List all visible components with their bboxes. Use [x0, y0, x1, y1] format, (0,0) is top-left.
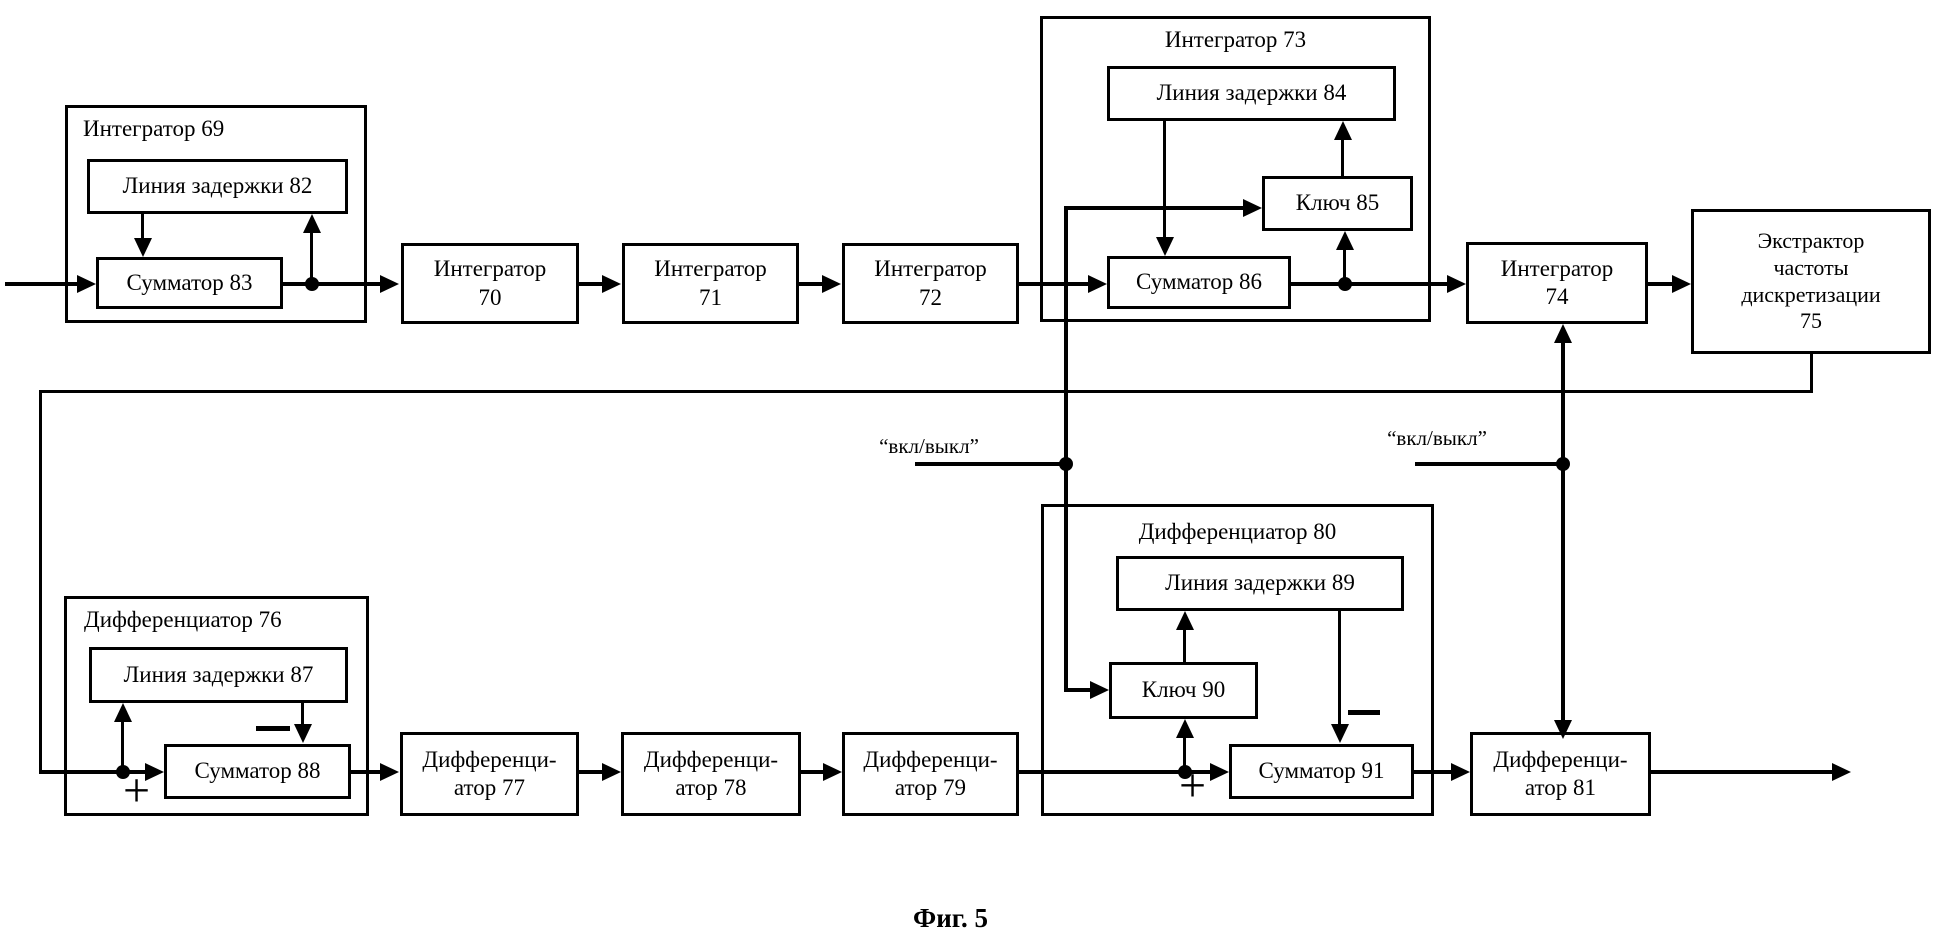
wire-lz84-sum86 [1163, 119, 1166, 240]
arrowhead-right-icon [1451, 763, 1470, 781]
wire-output-bottom [1648, 770, 1832, 774]
arrowhead-up-icon [303, 214, 321, 233]
block-summator-91: Сумматор 91 [1229, 744, 1414, 799]
block-key-85: Ключ 85 [1262, 176, 1413, 231]
wire-junction-lz87 [121, 712, 124, 772]
arrowhead-right-icon [1447, 275, 1466, 293]
wire-int71-int72 [796, 282, 826, 286]
block-integrator-74: Интегратор 74 [1466, 242, 1648, 324]
arrowhead-up-icon [1334, 121, 1352, 140]
wire-ctrl-left-vertical [1064, 206, 1068, 692]
onoff-label-left: “вкл/выкл” [879, 434, 979, 458]
block-integrator-71: Интегратор 71 [622, 243, 799, 324]
junction-dot [116, 765, 130, 779]
block-key-90: Ключ 90 [1109, 662, 1258, 719]
wire-ctrl-kl90 [1064, 688, 1094, 692]
minus-sign-left [256, 726, 290, 731]
block-delay-line-84: Линия задержки 84 [1107, 66, 1396, 121]
arrowhead-right-icon [1090, 681, 1109, 699]
arrowhead-right-icon [1672, 275, 1691, 293]
block-differentiator-77: Дифференци- атор 77 [400, 732, 579, 816]
onoff-label-right: “вкл/выкл” [1387, 426, 1487, 450]
junction-dot [305, 277, 319, 291]
arrowhead-down-icon [1156, 237, 1174, 256]
wire-junction-kl85 [1343, 240, 1346, 286]
wire-input-sum88 [39, 770, 149, 774]
wire-dif77-dif78 [577, 770, 606, 774]
junction-dot [1556, 457, 1570, 471]
wire-sum88-dif77 [348, 770, 384, 774]
arrowhead-up-icon [1336, 231, 1354, 250]
integrator-73-label: Интегратор 73 [1164, 27, 1307, 52]
block-differentiator-78: Дифференци- атор 78 [621, 732, 801, 816]
wire-input-top [5, 282, 81, 286]
arrowhead-right-icon [602, 763, 621, 781]
arrowhead-right-icon [380, 275, 399, 293]
differentiator-80-label: Дифференциатор 80 [1138, 519, 1337, 544]
wire-ctrl-kl85 [1064, 206, 1245, 210]
arrowhead-right-icon [1832, 763, 1851, 781]
block-differentiator-79: Дифференци- атор 79 [842, 732, 1019, 816]
wire-onoff-right [1415, 462, 1565, 466]
wire-int74-ext75 [1645, 282, 1676, 286]
block-summator-83: Сумматор 83 [96, 257, 283, 309]
arrowhead-down-icon [294, 724, 312, 743]
wire-feedback-lz82 [310, 228, 313, 286]
junction-dot [1178, 765, 1192, 779]
arrowhead-up-icon [114, 703, 132, 722]
wire-dif78-dif79 [799, 770, 827, 774]
arrowhead-right-icon [823, 763, 842, 781]
wire-kl85-lz84 [1341, 128, 1344, 180]
differentiator-76-label: Дифференциатор 76 [84, 607, 282, 632]
arrowhead-right-icon [77, 275, 96, 293]
junction-dot [1059, 457, 1073, 471]
wire-lz89-sum91 [1338, 609, 1341, 727]
block-extractor-75: Экстрактор частоты дискретизации 75 [1691, 209, 1931, 354]
wire-int72-sum86 [1016, 282, 1092, 286]
integrator-69-label: Интегратор 69 [83, 116, 225, 141]
arrowhead-right-icon [1210, 763, 1229, 781]
wire-sum86-int74 [1288, 282, 1449, 286]
arrowhead-right-icon [1243, 199, 1262, 217]
figure-caption: Фиг. 5 [913, 903, 988, 933]
block-differentiator-81: Дифференци- атор 81 [1470, 732, 1651, 816]
wire-feedback-horizontal [39, 390, 1813, 393]
arrowhead-right-icon [822, 275, 841, 293]
arrowhead-right-icon [145, 763, 164, 781]
arrowhead-down-icon [1331, 724, 1349, 743]
arrowhead-right-icon [602, 275, 621, 293]
wire-kl90-lz89 [1183, 618, 1186, 664]
block-integrator-70: Интегратор 70 [401, 243, 579, 324]
wire-dif79-sum91 [1017, 770, 1214, 774]
arrowhead-up-icon [1176, 719, 1194, 738]
arrowhead-up-icon [1554, 324, 1572, 343]
minus-sign-right [1348, 710, 1380, 715]
block-summator-86: Сумматор 86 [1107, 256, 1291, 309]
wire-lz87-sum88 [301, 702, 304, 730]
arrowhead-right-icon [380, 763, 399, 781]
block-delay-line-89: Линия задержки 89 [1116, 556, 1404, 611]
wire-onoff-left [915, 462, 1065, 466]
block-delay-line-82: Линия задержки 82 [87, 159, 348, 214]
wire-ext75-down [1810, 352, 1813, 393]
junction-dot [1338, 277, 1352, 291]
block-summator-88: Сумматор 88 [164, 744, 351, 799]
block-integrator-72: Интегратор 72 [842, 243, 1019, 324]
wire-sum91-dif81 [1411, 770, 1453, 774]
arrowhead-right-icon [1088, 275, 1107, 293]
wire-junction-kl90 [1183, 726, 1186, 772]
arrowhead-down-icon [134, 238, 152, 257]
block-delay-line-87: Линия задержки 87 [89, 647, 348, 703]
wire-feedback-left-vertical [39, 390, 42, 774]
arrowhead-up-icon [1176, 611, 1194, 630]
wire-int70-int71 [577, 282, 605, 286]
wire-lz82-sum83 [141, 211, 144, 245]
arrowhead-down-icon [1554, 720, 1572, 739]
wire-sum83-int70 [280, 282, 384, 286]
wire-ctrl-right-vertical [1561, 331, 1565, 733]
